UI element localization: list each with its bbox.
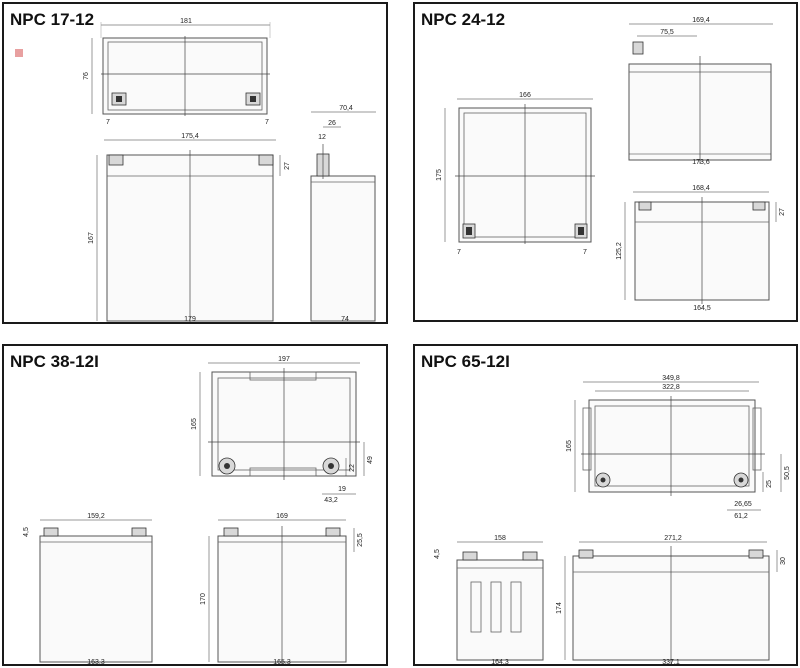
dim-side-top: 169 <box>276 513 288 520</box>
dim-top-height: 76 <box>83 72 90 80</box>
npc-38-12i-drawing: 197 165 22 49 19 43,2 159,2 <box>23 356 374 666</box>
dim-side-top-width: 169,4 <box>692 17 710 24</box>
front-view: 158 4,5 164,3 <box>434 535 544 666</box>
dim-front-top-width: 175,4 <box>181 133 199 140</box>
side-view: 271,2 30 174 337,1 <box>556 535 787 666</box>
panel-title: NPC 24-12 <box>421 10 506 29</box>
dim-side-width: 337,1 <box>662 659 680 666</box>
panel-title: NPC 65-12I <box>421 352 510 371</box>
dim-top-offset-left: 7 <box>457 249 461 256</box>
dim-front-height: 125,2 <box>616 242 623 260</box>
dim-term-h1: 26,65 <box>734 501 752 508</box>
dim-side-top: 70,4 <box>339 105 353 112</box>
dim-term-v2: 50,5 <box>784 466 791 480</box>
dim-top-height: 175 <box>436 169 443 181</box>
dim-top-width: 166 <box>519 92 531 99</box>
panel-title: NPC 38-12I <box>10 352 99 371</box>
dim-front-width: 164,5 <box>693 305 711 312</box>
dim-front-height: 167 <box>88 232 95 244</box>
dim-side-right: 30 <box>780 557 787 565</box>
npc-17-12-drawing: 181 76 7 7 175,4 27 167 179 <box>83 18 376 323</box>
dim-side-width: 74 <box>341 316 349 323</box>
dim-front-terminal: 27 <box>284 162 291 170</box>
panel-title: NPC 17-12 <box>10 10 95 29</box>
panel-npc-24-12: NPC 24-12 166 175 7 7 169,4 75,5 <box>413 2 798 322</box>
front-view: 168,4 27 125,2 164,5 <box>616 185 786 312</box>
dim-term-w2: 43,2 <box>324 497 338 504</box>
panel-npc-65-12i: NPC 65-12I 349,8 322,8 165 25 50,5 26,65… <box>413 344 798 666</box>
dim-side-top: 271,2 <box>664 535 682 542</box>
dim-front-terminal: 27 <box>779 208 786 216</box>
marker-square <box>15 49 23 57</box>
side-view: 70,4 26 12 74 <box>310 105 376 323</box>
dim-term-w1: 19 <box>338 486 346 493</box>
side-view: 169,4 75,5 173,6 <box>628 17 773 166</box>
dim-top-width: 181 <box>180 18 192 25</box>
dim-front-left: 4,5 <box>434 549 441 559</box>
dim-front-width: 164,3 <box>491 659 509 666</box>
dim-side-inner: 26 <box>328 120 336 127</box>
dim-front-top: 158 <box>494 535 506 542</box>
side-view: 169 170 25,5 165,3 <box>200 513 364 666</box>
dim-front-left: 4,5 <box>23 527 30 537</box>
top-view: 181 76 7 7 <box>83 18 271 126</box>
front-view: 159,2 4,5 163,3 <box>23 513 153 666</box>
dim-top-offset-right: 7 <box>265 119 269 126</box>
dim-side-right: 25,5 <box>357 533 364 547</box>
panel-npc-17-12: NPC 17-12 181 76 7 7 175,4 2 <box>2 2 388 324</box>
top-view: 197 165 22 49 19 43,2 <box>191 356 374 504</box>
dim-top-height: 165 <box>566 440 573 452</box>
dim-top-offset-right: 7 <box>583 249 587 256</box>
dim-term-h2: 61,2 <box>734 513 748 520</box>
npc-24-12-drawing: 166 175 7 7 169,4 75,5 173,6 <box>436 17 786 312</box>
dim-top-width-inner: 322,8 <box>662 384 680 391</box>
dim-side-height: 174 <box>556 602 563 614</box>
dim-side-small: 12 <box>318 134 326 141</box>
dim-top-width-outer: 349,8 <box>662 375 680 382</box>
dim-top-offset-left: 7 <box>106 119 110 126</box>
npc-65-12i-drawing: 349,8 322,8 165 25 50,5 26,65 61,2 158 <box>434 375 791 666</box>
dim-front-top-width: 168,4 <box>692 185 710 192</box>
dim-side-terminal: 75,5 <box>660 29 674 36</box>
dim-side-width: 165,3 <box>273 659 291 666</box>
dim-side-height: 170 <box>200 593 207 605</box>
dim-term-v1: 25 <box>766 480 773 488</box>
dim-top-width: 197 <box>278 356 290 363</box>
dim-term-h1: 22 <box>349 464 356 472</box>
dim-top-height: 165 <box>191 418 198 430</box>
dim-front-top: 159,2 <box>87 513 105 520</box>
dim-front-width: 163,3 <box>87 659 105 666</box>
dim-term-h2: 49 <box>367 456 374 464</box>
dim-side-bottom: 173,6 <box>692 159 710 166</box>
panel-npc-38-12i: NPC 38-12I 197 165 22 49 19 43,2 <box>2 344 388 666</box>
top-view: 166 175 7 7 <box>436 92 595 256</box>
front-view: 175,4 27 167 179 <box>88 133 291 323</box>
top-view: 349,8 322,8 165 25 50,5 26,65 61,2 <box>566 375 791 520</box>
dim-front-width: 179 <box>184 316 196 323</box>
